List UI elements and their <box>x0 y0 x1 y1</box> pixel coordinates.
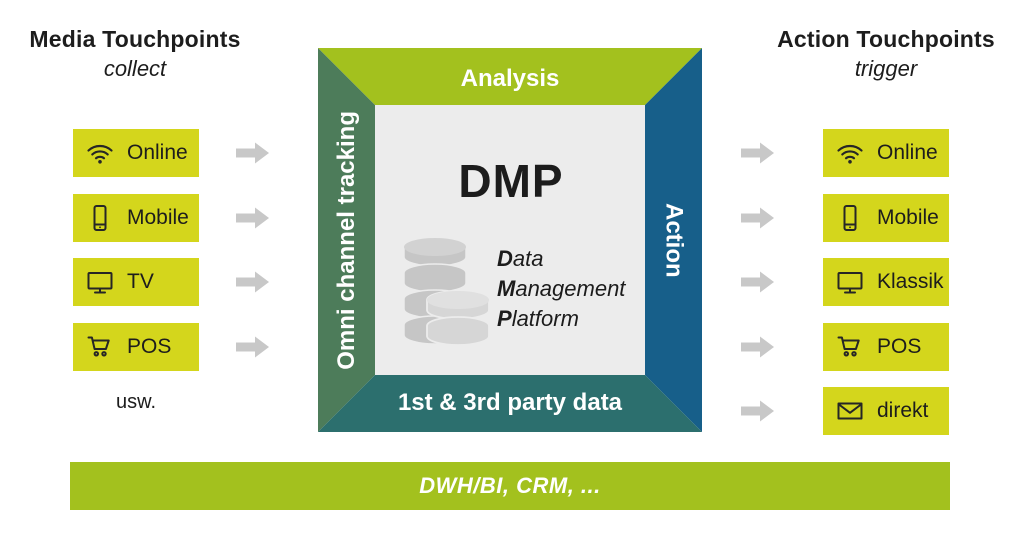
left-panel-subtitle: collect <box>103 56 167 81</box>
touchpoint-mobile-right: Mobile <box>823 194 949 242</box>
database-icon <box>404 238 490 346</box>
arrow-right-icon <box>236 335 270 359</box>
left-panel-title: Media Touchpoints <box>29 26 241 52</box>
envelope-icon <box>836 397 864 425</box>
dwh-crm-label: DWH/BI, CRM, ... <box>419 473 601 498</box>
dmp-title: DMP <box>458 155 564 207</box>
analysis-label: Analysis <box>460 65 560 92</box>
dwh-crm-bar: DWH/BI, CRM, ... <box>70 462 950 510</box>
touchpoint-online-left: Online <box>73 129 199 177</box>
analysis-band <box>318 48 702 105</box>
left-panel-footnote: usw. <box>115 391 157 413</box>
arrow-right-icon <box>741 206 775 230</box>
right-panel-title: Action Touchpoints <box>777 26 995 52</box>
arrow-right-icon <box>236 270 270 294</box>
action-label: Action <box>660 202 688 278</box>
touchpoint-label: TV <box>127 270 154 293</box>
acronym-line: Management <box>497 276 626 301</box>
monitor-icon <box>86 268 114 296</box>
acronym-line: Data <box>497 246 544 271</box>
action-band <box>645 48 702 432</box>
smartphone-icon <box>86 204 114 232</box>
dmp-acronym-lines: Data Management Platform <box>497 244 625 334</box>
arrow-right-icon <box>236 141 270 165</box>
acronym-line: Platform <box>497 306 579 331</box>
wifi-icon <box>86 139 114 167</box>
arrow-right-icon <box>741 270 775 294</box>
touchpoint-label: Mobile <box>877 206 939 229</box>
monitor-icon <box>836 268 864 296</box>
tracking-label: Omni channel tracking <box>332 110 360 370</box>
touchpoint-label: Online <box>877 141 938 164</box>
party-data-label: 1st & 3rd party data <box>397 389 623 416</box>
touchpoint-label: POS <box>127 335 172 358</box>
right-panel-subtitle: trigger <box>854 56 918 81</box>
cart-icon <box>86 333 114 361</box>
touchpoint-label: POS <box>877 335 922 358</box>
touchpoint-label: direkt <box>877 399 929 422</box>
arrow-right-icon <box>741 141 775 165</box>
touchpoint-pos-left: POS <box>73 323 199 371</box>
tracking-band <box>318 48 375 432</box>
touchpoint-tv: TV <box>73 258 199 306</box>
party-data-band <box>318 375 702 432</box>
touchpoint-klassik: Klassik <box>823 258 949 306</box>
cart-icon <box>836 333 864 361</box>
touchpoint-pos-right: POS <box>823 323 949 371</box>
touchpoint-direkt: direkt <box>823 387 949 435</box>
touchpoint-label: Online <box>127 141 188 164</box>
dmp-frame <box>318 48 702 432</box>
touchpoint-label: Mobile <box>127 206 189 229</box>
touchpoint-mobile-left: Mobile <box>73 194 199 242</box>
smartphone-icon <box>836 204 864 232</box>
touchpoint-label: Klassik <box>877 270 944 293</box>
arrow-right-icon <box>741 399 775 423</box>
arrow-right-icon <box>236 206 270 230</box>
touchpoint-online-right: Online <box>823 129 949 177</box>
arrow-right-icon <box>741 335 775 359</box>
wifi-icon <box>836 139 864 167</box>
